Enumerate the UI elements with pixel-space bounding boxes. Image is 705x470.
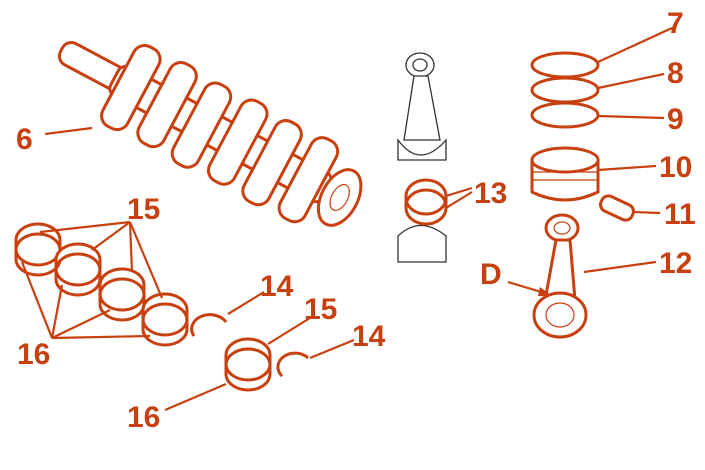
- label-thrust-washer-right: 14: [352, 320, 386, 353]
- label-connecting-rod: 12: [659, 247, 692, 280]
- label-ring-top: 7: [667, 7, 684, 40]
- label-piston: 10: [659, 151, 692, 184]
- connecting-rod-gray: [397, 52, 447, 263]
- label-rod-mark: D: [480, 258, 502, 291]
- piston-rings: [530, 51, 600, 129]
- label-ring-oil: 9: [667, 103, 684, 136]
- thrust-washers: [190, 313, 310, 378]
- piston: [530, 146, 600, 202]
- crankshaft: [57, 41, 363, 227]
- main-bearing-shells: [14, 222, 272, 392]
- connecting-rod: [532, 213, 588, 339]
- label-main-bearings-lower: 16: [17, 338, 50, 371]
- rod-bearing-shells: [404, 178, 448, 226]
- label-piston-pin: 11: [664, 198, 696, 231]
- label-crankshaft: 6: [16, 123, 33, 156]
- label-main-bearings-upper: 15: [127, 193, 160, 226]
- label-rod-bearings: 13: [474, 177, 507, 210]
- label-ring-second: 8: [667, 57, 684, 90]
- label-thrust-washer-left: 14: [260, 270, 294, 303]
- label-center-bearing-lower: 16: [127, 401, 160, 434]
- leader-lines: [20, 27, 673, 412]
- label-center-bearing-upper: 15: [304, 293, 337, 326]
- piston-pin: [599, 194, 635, 222]
